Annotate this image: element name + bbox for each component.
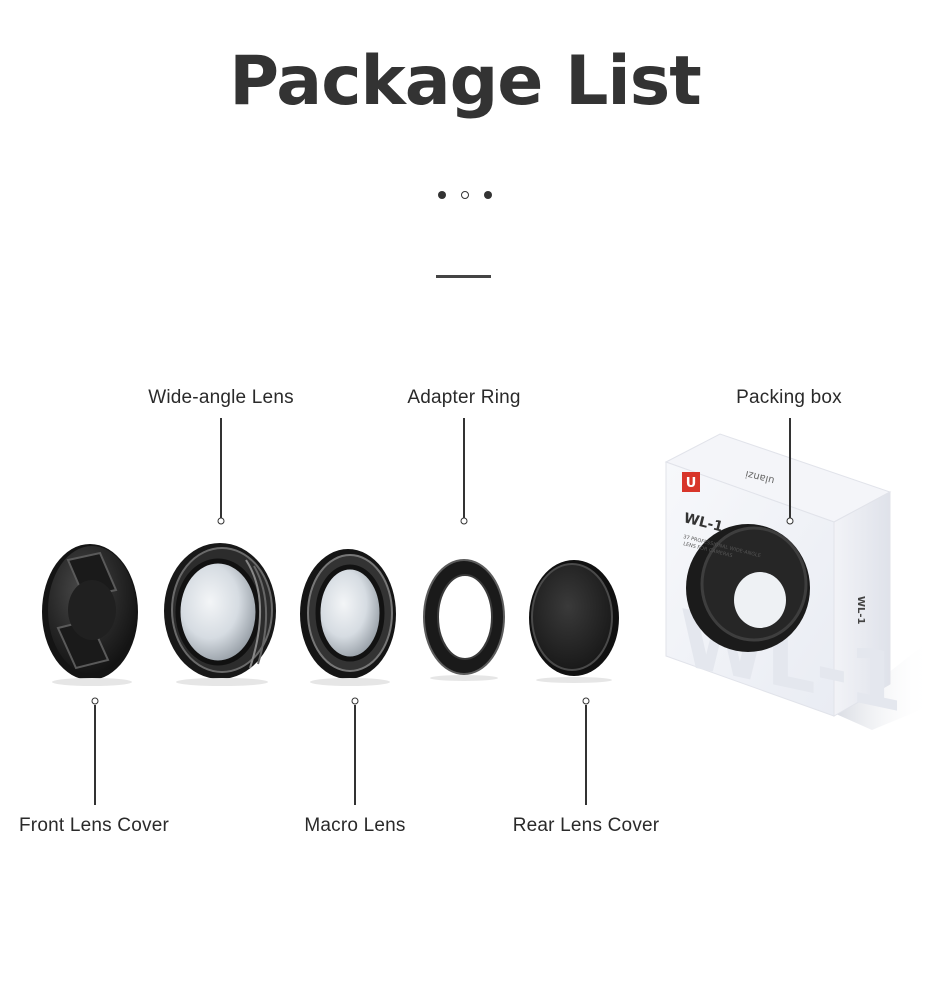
macro-lens-image (300, 549, 396, 686)
label-packing-box: Packing box (736, 387, 842, 408)
wide-angle-lens-image (164, 543, 276, 686)
leader-dot (786, 517, 794, 525)
label-macro-lens: Macro Lens (304, 815, 406, 836)
leader-dot (91, 697, 99, 705)
decorative-dots (0, 191, 930, 199)
rear-lens-cover-image (529, 560, 619, 683)
dot-filled (438, 191, 446, 199)
label-front-lens-cover: Front Lens Cover (19, 815, 169, 836)
leader-line (354, 705, 356, 805)
dot-hollow (461, 191, 469, 199)
brand-logo-icon (682, 472, 700, 492)
box-side-text: WL-1 (855, 596, 866, 625)
leader-line (789, 418, 791, 518)
leader-dot (582, 697, 590, 705)
label-wide-angle-lens: Wide-angle Lens (148, 387, 294, 408)
leader-line (220, 418, 222, 518)
leader-dot (460, 517, 468, 525)
dot-filled (484, 191, 492, 199)
leader-dot (351, 697, 359, 705)
adapter-ring-image (423, 559, 505, 681)
label-adapter-ring: Adapter Ring (407, 387, 521, 408)
leader-line (463, 418, 465, 518)
leader-line (585, 705, 587, 805)
leader-line (94, 705, 96, 805)
title-divider (436, 275, 491, 278)
front-lens-cover-image (42, 544, 138, 686)
page-title: Package List (229, 42, 701, 121)
brand-logo-letter: U (686, 476, 697, 491)
leader-dot (217, 517, 225, 525)
label-rear-lens-cover: Rear Lens Cover (512, 815, 660, 836)
packing-box-image: WL-1 U WL-1 37 PROFESSIONAL WIDE-ANGLE L… (664, 433, 930, 731)
